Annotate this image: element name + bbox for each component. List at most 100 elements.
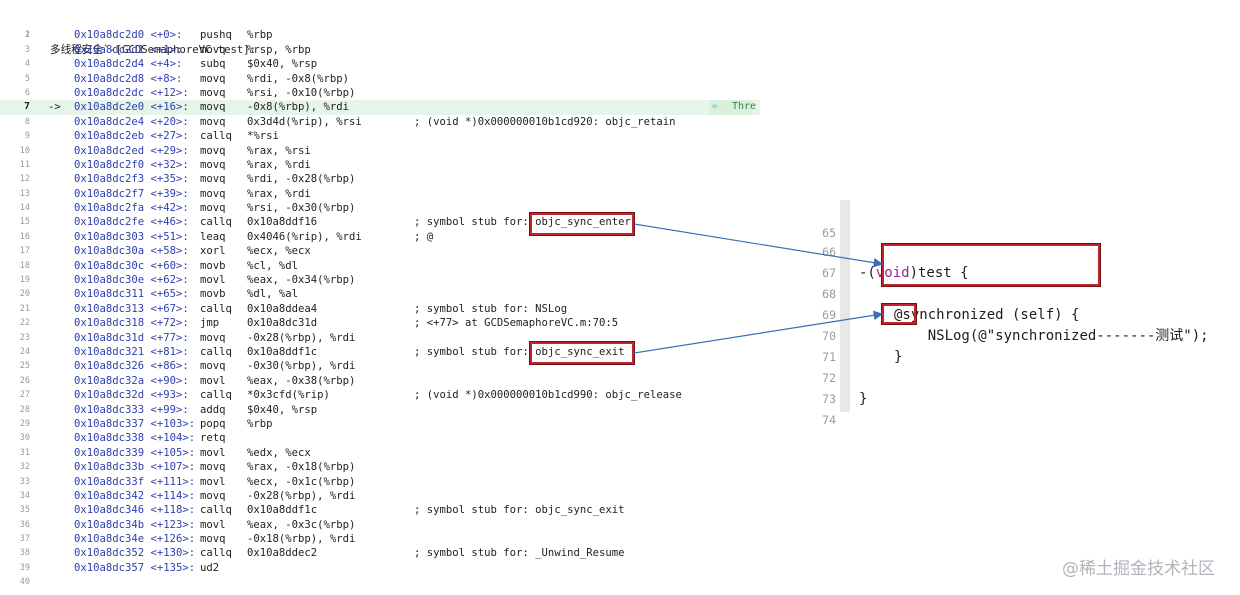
instruction-address: 0x10a8dc357 <+135>:: [74, 561, 196, 574]
source-line: 67: [812, 242, 1240, 280]
instruction-mnemonic: movq: [200, 43, 226, 56]
instruction-address: 0x10a8dc2fa <+42>:: [74, 202, 189, 215]
instruction-operands: -0x28(%rbp), %rdi: [247, 331, 356, 344]
instruction-address: 0x10a8dc303 <+51>:: [74, 230, 189, 243]
line-number: 5: [24, 73, 30, 84]
instruction-mnemonic: movb: [200, 259, 226, 272]
source-line: 69 NSLog(@"synchronized-------测试");: [812, 284, 1240, 344]
instruction-address: 0x10a8dc30c <+60>:: [74, 259, 189, 272]
instruction-operands: 0x10a8dc31d: [247, 317, 318, 330]
instruction-mnemonic: pushq: [200, 29, 232, 42]
instruction-comment: ; <+77> at GCDSemaphoreVC.m:70:5: [414, 317, 619, 330]
instruction-operands: %rdi, -0x8(%rbp): [247, 72, 350, 85]
instruction-address: 0x10a8dc2eb <+27>:: [74, 130, 189, 143]
source-line-number: 73: [822, 392, 836, 406]
instruction-address: 0x10a8dc33b <+107>:: [74, 461, 196, 474]
instruction-line: 40: [0, 575, 760, 589]
instruction-operands: 0x10a8ddec2: [247, 547, 318, 560]
line-number: 22: [19, 318, 30, 329]
instruction-operands: %ecx, %ecx: [247, 245, 311, 258]
line-number: 33: [19, 476, 30, 487]
instruction-address: 0x10a8dc326 <+86>:: [74, 360, 189, 373]
line-number: 30: [19, 433, 30, 444]
instruction-line: 22 0x10a8dc318 <+72>: jmp 0x10a8dc31d ; <+77…: [0, 316, 760, 330]
line-number: 25: [19, 361, 30, 372]
line-number: 32: [19, 462, 30, 473]
function-title: 多线程安全`-[GCDSemaphoreVC test]:: [50, 43, 257, 56]
instruction-operands: %eax, -0x34(%rbp): [247, 274, 356, 287]
instruction-mnemonic: movq: [200, 173, 226, 186]
instruction-operands: -0x28(%rbp), %rdi: [247, 489, 356, 502]
instruction-operands: %rax, -0x18(%rbp): [247, 461, 356, 474]
instruction-operands: %rbp: [247, 29, 273, 42]
instruction-address: 0x10a8dc318 <+72>:: [74, 317, 189, 330]
line-number: 9: [24, 131, 30, 142]
instruction-address: 0x10a8dc346 <+118>:: [74, 504, 196, 517]
instruction-mnemonic: movq: [200, 115, 226, 128]
instruction-operands: %dl, %al: [247, 288, 299, 301]
line-number: 2: [24, 30, 30, 41]
instruction-mnemonic: movq: [200, 202, 226, 215]
line-number: 20: [19, 289, 30, 300]
equals-icon: =: [712, 102, 718, 113]
instruction-address: 0x10a8dc339 <+105>:: [74, 446, 196, 459]
line-number: 3: [24, 44, 30, 55]
instruction-comment: ; (void *)0x000000010b1cd920: objc_retai…: [414, 115, 676, 128]
line-number: 13: [19, 188, 30, 199]
line-number: 37: [19, 534, 30, 545]
thread-indicator[interactable]: =Thre: [710, 100, 756, 115]
source-line: 70 }: [812, 305, 1240, 365]
disassembly-header-line: 1 多线程安全`-[GCDSemaphoreVC test]:: [0, 14, 760, 55]
instruction-operands: 0x10a8ddf16: [247, 216, 318, 229]
line-number: 31: [19, 447, 30, 458]
line-number: 40: [19, 577, 30, 588]
instruction-address: 0x10a8dc2d1 <+1>:: [74, 43, 183, 56]
instruction-mnemonic: callq: [200, 504, 232, 517]
instruction-operands: -0x18(%rbp), %rdi: [247, 533, 356, 546]
instruction-operands: *0x3cfd(%rip): [247, 389, 330, 402]
arrow-enter-to-synchronized: [633, 223, 884, 268]
watermark: @稀土掘金技术社区: [1062, 559, 1215, 579]
instruction-mnemonic: callq: [200, 389, 232, 402]
instruction-mnemonic: subq: [200, 58, 226, 71]
instruction-operands: %rax, %rdi: [247, 158, 311, 171]
instruction-mnemonic: callq: [200, 345, 232, 358]
instruction-mnemonic: movq: [200, 489, 226, 502]
instruction-address: 0x10a8dc2f0 <+32>:: [74, 158, 189, 171]
instruction-mnemonic: movq: [200, 86, 226, 99]
instruction-mnemonic: callq: [200, 216, 232, 229]
instruction-mnemonic: jmp: [200, 317, 220, 330]
instruction-mnemonic: movq: [200, 461, 226, 474]
line-number: 24: [19, 346, 30, 357]
instruction-operands: %rsi, -0x10(%rbp): [247, 86, 356, 99]
instruction-comment: ; @: [414, 230, 434, 243]
closing-brace-method: }: [859, 391, 868, 407]
instruction-address: 0x10a8dc2ed <+29>:: [74, 144, 189, 157]
instruction-operands: %edx, %ecx: [247, 446, 311, 459]
instruction-mnemonic: retq: [200, 432, 226, 445]
instruction-operands: 0x10a8ddf1c: [247, 345, 318, 358]
line-number: 26: [19, 375, 30, 386]
instruction-address: 0x10a8dc333 <+99>:: [74, 403, 189, 416]
instruction-comment: ; symbol stub for: NSLog: [414, 302, 568, 315]
source-line: 66 -(void)test {: [812, 221, 1240, 281]
instruction-operands: %cl, %dl: [247, 259, 299, 272]
instruction-operands: %rsi, -0x30(%rbp): [247, 202, 356, 215]
